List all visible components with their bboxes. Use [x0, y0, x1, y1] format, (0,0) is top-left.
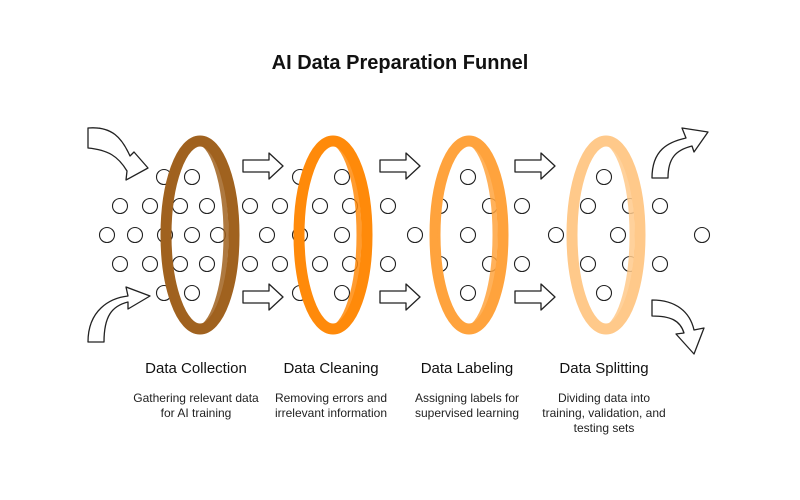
particle-circle-icon	[333, 284, 351, 302]
stage-data-cleaning: Data Cleaning Removing errors and irrele…	[256, 360, 406, 421]
particle-circle-icon	[651, 255, 669, 273]
particle-circle-icon	[198, 197, 216, 215]
particle-circle-icon	[311, 255, 329, 273]
curved-arrow-in-icon	[87, 127, 149, 181]
stage-name: Data Collection	[145, 360, 247, 377]
particle-circle-icon	[513, 197, 531, 215]
particle-circle-icon	[693, 226, 711, 244]
ring-filter-icon	[569, 138, 635, 332]
right-arrow-icon	[379, 152, 421, 180]
stage-data-splitting: Data Splitting Dividing data into traini…	[529, 360, 679, 436]
particle-circle-icon	[141, 255, 159, 273]
particle-circle-icon	[183, 226, 201, 244]
stage-data-collection: Data Collection Gathering relevant data …	[121, 360, 271, 421]
ring-filter-icon	[163, 138, 229, 332]
stage-description: Dividing data into training, validation,…	[542, 391, 666, 435]
particle-circle-icon	[111, 255, 129, 273]
stage-description: Gathering relevant data for AI training	[133, 391, 259, 420]
curved-arrow-in-icon	[87, 286, 151, 343]
right-arrow-icon	[514, 152, 556, 180]
particle-circle-icon	[141, 197, 159, 215]
particle-circle-icon	[459, 168, 477, 186]
particle-circle-icon	[198, 255, 216, 273]
particle-circle-icon	[595, 284, 613, 302]
particle-circle-icon	[459, 284, 477, 302]
stage-data-labeling: Data Labeling Assigning labels for super…	[392, 360, 542, 421]
particle-circle-icon	[579, 197, 597, 215]
particle-circle-icon	[379, 197, 397, 215]
curved-arrow-out-icon	[651, 299, 705, 355]
right-arrow-icon	[379, 283, 421, 311]
particle-circle-icon	[406, 226, 424, 244]
ring-filter-icon	[296, 138, 362, 332]
particle-circle-icon	[258, 226, 276, 244]
particle-circle-icon	[547, 226, 565, 244]
right-arrow-icon	[514, 283, 556, 311]
particle-circle-icon	[183, 284, 201, 302]
stage-description: Assigning labels for supervised learning	[414, 391, 520, 420]
particle-circle-icon	[126, 226, 144, 244]
stage-description: Removing errors and irrelevant informati…	[274, 391, 388, 420]
particle-circle-icon	[595, 168, 613, 186]
ring-filter-icon	[432, 138, 498, 332]
particle-circle-icon	[171, 255, 189, 273]
particle-circle-icon	[271, 255, 289, 273]
particle-circle-icon	[241, 255, 259, 273]
particle-circle-icon	[209, 226, 227, 244]
particle-circle-icon	[459, 226, 477, 244]
particle-circle-icon	[271, 197, 289, 215]
particle-circle-icon	[333, 168, 351, 186]
stage-name: Data Labeling	[420, 360, 514, 377]
particle-circle-icon	[333, 226, 351, 244]
diagram-title: AI Data Preparation Funnel	[271, 52, 529, 74]
particle-circle-icon	[579, 255, 597, 273]
particle-circle-icon	[183, 168, 201, 186]
particle-circle-icon	[609, 226, 627, 244]
particle-circle-icon	[171, 197, 189, 215]
right-arrow-icon	[242, 283, 284, 311]
particle-circle-icon	[651, 197, 669, 215]
stage-name: Data Cleaning	[283, 360, 379, 377]
stage-name: Data Splitting	[559, 360, 649, 377]
particle-circle-icon	[311, 197, 329, 215]
curved-arrow-out-icon	[651, 127, 709, 179]
particle-circle-icon	[98, 226, 116, 244]
particle-circle-icon	[513, 255, 531, 273]
right-arrow-icon	[242, 152, 284, 180]
particle-circle-icon	[379, 255, 397, 273]
particle-circle-icon	[111, 197, 129, 215]
particle-circle-icon	[241, 197, 259, 215]
